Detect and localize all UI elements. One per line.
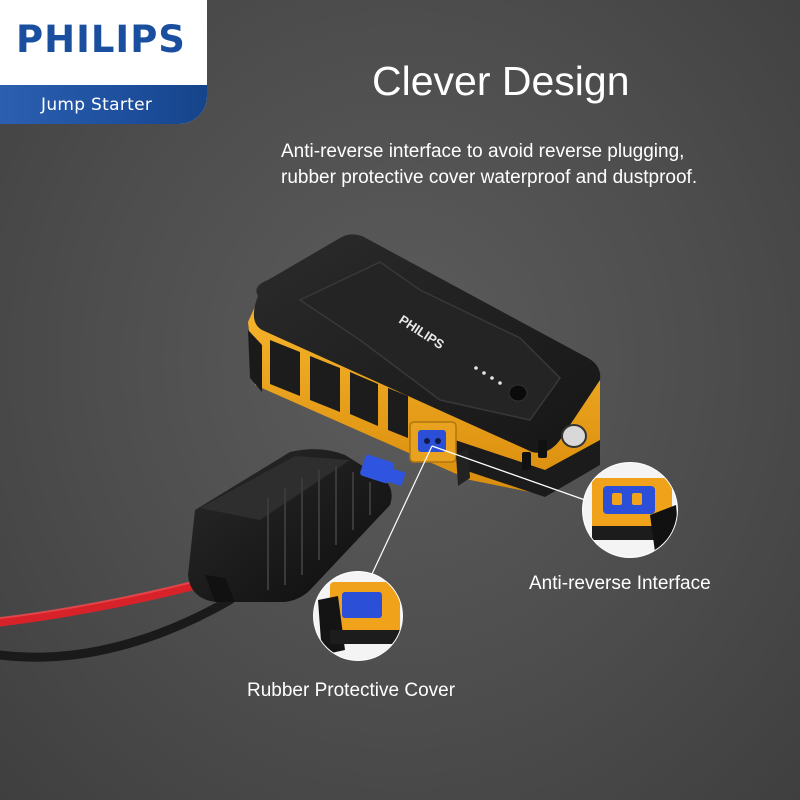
description-line-2: rubber protective cover waterproof and d… [281, 167, 698, 188]
usb-port-icon [538, 440, 547, 458]
description-line-1: Anti-reverse interface to avoid reverse … [281, 141, 685, 162]
rubber-cover-zoom [313, 571, 403, 661]
ec5-port-icon [418, 430, 446, 452]
rubber-cover-label: Rubber Protective Cover [247, 680, 456, 701]
led-dot [474, 366, 478, 370]
brand-logo-card: PHILIPS Jump Starter [0, 0, 207, 124]
product-line-label: Jump Starter [41, 95, 153, 115]
black-cable [0, 595, 235, 662]
flashlight-icon [561, 424, 587, 448]
jump-starter-device-icon: PHILIPS [248, 234, 601, 497]
anti-reverse-zoom [582, 462, 678, 558]
led-dot [490, 376, 494, 380]
page-title: Clever Design [372, 58, 630, 104]
callout-line-anti-reverse [431, 445, 586, 501]
led-dot [498, 381, 502, 385]
power-button-icon [508, 384, 528, 402]
ec5-connector-icon [360, 454, 394, 484]
cables [0, 575, 235, 662]
anti-reverse-label: Anti-reverse Interface [529, 573, 711, 594]
feature-description: Anti-reverse interface to avoid reverse … [281, 139, 781, 191]
led-dot [482, 371, 486, 375]
logo-band [0, 85, 207, 124]
usb-port-icon [522, 452, 531, 470]
jump-clamp-box-icon [188, 449, 406, 602]
callout-line-rubber-cover [371, 445, 433, 575]
red-cable [0, 575, 220, 627]
philips-logo: PHILIPS [16, 18, 186, 61]
